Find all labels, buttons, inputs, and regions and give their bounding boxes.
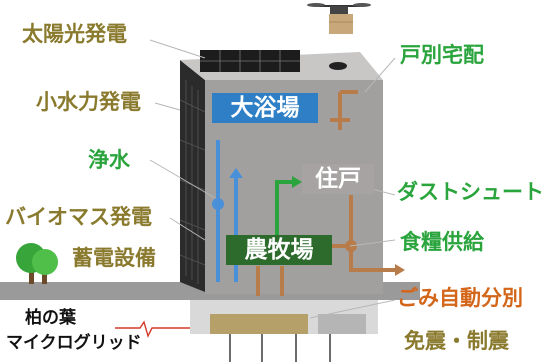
residence-box: 住戸 <box>302 164 374 194</box>
label-biomass-power: バイオマス発電 <box>5 205 152 229</box>
label-food-supply: 食糧供給 <box>400 230 484 254</box>
facade-panel-grid <box>179 80 206 284</box>
bath-room-label: 大浴場 <box>230 94 300 121</box>
food-supply-arrow <box>275 180 292 235</box>
label-microgrid-line1: 柏の葉 <box>25 308 76 328</box>
label-auto-waste-sorting: ごみ自動分別 <box>397 286 523 310</box>
label-microgrid-line2: マイクログリッド <box>6 333 142 353</box>
label-small-hydro: 小水力発電 <box>36 90 141 114</box>
farm-box: 農牧場 <box>226 235 332 265</box>
label-water-purification: 浄水 <box>88 148 130 172</box>
foundation-piles <box>229 334 331 362</box>
roof-solar-panels <box>200 50 300 72</box>
label-solar-power: 太陽光発電 <box>22 22 127 46</box>
label-storage-battery: 蓄電設備 <box>72 246 156 270</box>
dust-chute-opening <box>329 62 347 70</box>
trees <box>16 243 58 284</box>
residence-label: 住戸 <box>315 165 361 192</box>
water-arrow-head <box>229 168 243 178</box>
farm-label: 農牧場 <box>244 236 314 263</box>
water-node <box>212 198 224 210</box>
label-seismic-isolation: 免震・制震 <box>404 329 509 353</box>
bath-room-box: 大浴場 <box>212 93 318 123</box>
food-arrow-head <box>292 176 302 188</box>
label-dust-chute: ダストシュート <box>397 180 544 204</box>
delivery-drone <box>307 3 371 34</box>
microgrid-pulse-line <box>115 320 190 338</box>
building-side-facade <box>180 60 205 292</box>
waste-arrow-head <box>395 264 405 276</box>
storage-battery-block <box>210 314 308 334</box>
storage-block <box>318 314 366 334</box>
label-home-delivery: 戸別宅配 <box>400 43 484 67</box>
